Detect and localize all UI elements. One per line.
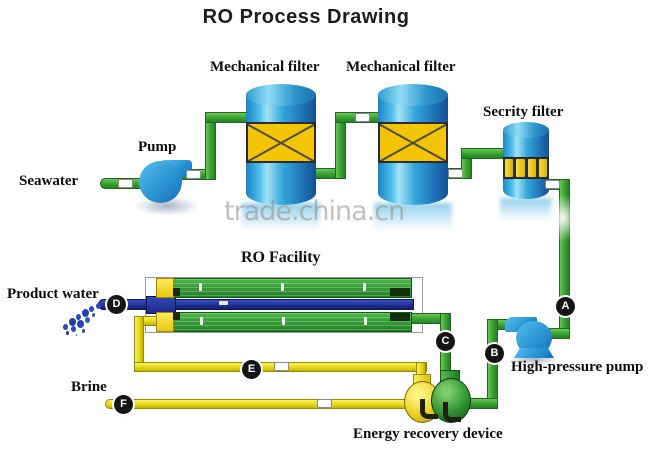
erd-dark-port-1: [420, 399, 438, 419]
label-seawater: Seawater: [19, 173, 79, 189]
pump-body: [139, 161, 182, 203]
label-ro-facility: RO Facility: [241, 249, 321, 266]
vessel-tick: [282, 317, 285, 325]
pipe-joint: [545, 180, 560, 189]
product-pipe-dash: [219, 301, 228, 305]
mechanical-filter-1-top: [246, 84, 316, 106]
page-title: RO Process Drawing: [202, 6, 410, 28]
ro-membrane-vessel-upper: [172, 278, 412, 298]
security-filter-shadow: [500, 198, 552, 221]
vessel-tick: [199, 283, 202, 291]
marker-e: E: [242, 360, 261, 379]
marker-f: F: [114, 395, 133, 414]
label-high-pressure-pump: High-pressure pump: [511, 359, 644, 375]
pipe-joint: [186, 170, 201, 179]
filter1-inlet-pipe: [205, 112, 252, 123]
marker-c: C: [436, 332, 455, 351]
pipe-joint: [274, 362, 289, 371]
vessel-tick: [363, 283, 366, 291]
marker-a: A: [556, 297, 575, 316]
marker-d: D: [107, 295, 126, 314]
filter2-shadow: [374, 203, 452, 231]
erd-dark-port-2: [443, 402, 461, 422]
ro-membrane-vessel-lower: [172, 312, 412, 332]
pipe-joint: [355, 113, 370, 122]
pipe-highlight-glow: [546, 194, 580, 242]
vessel-upper-left-flange: [173, 288, 180, 296]
vessel-tick: [200, 317, 203, 325]
label-pump: Pump: [138, 139, 177, 155]
label-brine: Brine: [71, 379, 107, 395]
mechanical-filter-1-media-box: [246, 122, 316, 163]
pump-suction-elbow-pipe: [549, 328, 570, 339]
brine-pipe: [105, 399, 412, 409]
downcomer-b-pipe: [487, 319, 498, 409]
product-water-spray: [96, 303, 101, 309]
vessel-upper-left-cap: [156, 278, 174, 298]
watermark: trade.china.cn: [224, 196, 405, 227]
filter1-shadow: [242, 203, 320, 231]
pipe-joint: [317, 399, 332, 408]
label-energy-recovery-device: Energy recovery device: [353, 426, 503, 442]
vessel-lower-right-cap: [390, 313, 410, 321]
label-product-water: Product water: [7, 286, 99, 302]
mechanical-filter-2-top: [378, 84, 448, 106]
security-filter-cartridges: [503, 157, 549, 179]
pipe-joint: [118, 179, 133, 188]
hp-pump-base: [514, 348, 554, 358]
vessel-upper-right-cap: [390, 288, 410, 296]
label-mechanical-filter-1: Mechanical filter: [210, 59, 320, 75]
label-mechanical-filter-2: Mechanical filter: [346, 59, 456, 75]
vessel-tick: [364, 317, 367, 325]
label-security-filter: Secrity filter: [483, 104, 564, 120]
mechanical-filter-2-media-box: [378, 122, 448, 163]
security-filter-inlet-pipe: [461, 148, 509, 159]
vessel-lower-left-flange: [173, 312, 180, 320]
security-filter-top: [503, 122, 549, 138]
pipe-joint: [448, 169, 463, 178]
vessel-tick: [281, 283, 284, 291]
marker-b: B: [485, 344, 504, 363]
vessel-lower-left-cap: [156, 312, 174, 332]
